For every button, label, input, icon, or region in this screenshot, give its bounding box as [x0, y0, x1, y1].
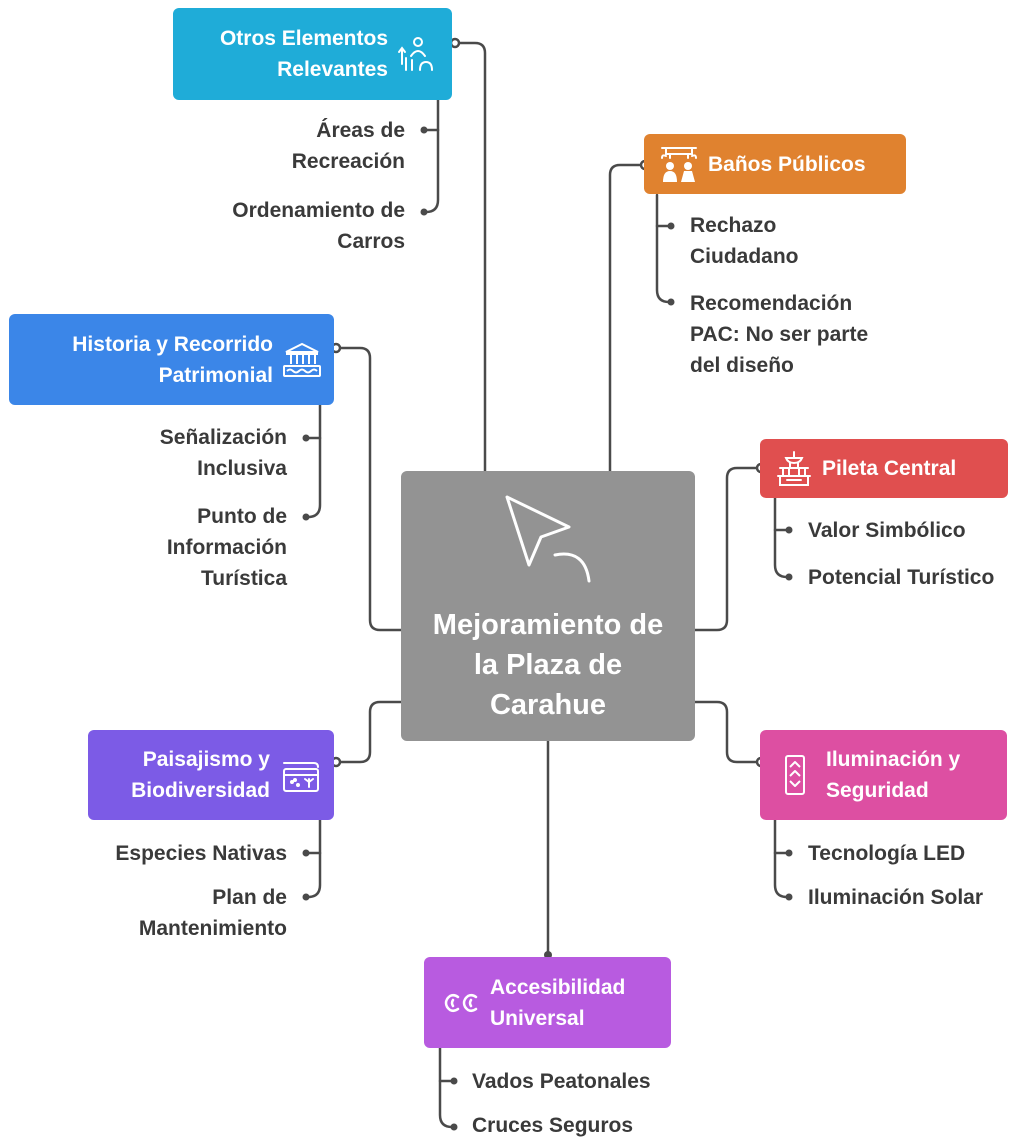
branch-title: Baños Públicos	[708, 152, 866, 176]
branch-iluminacion: Iluminación y Seguridad	[760, 730, 1007, 820]
branch-title: Pileta Central	[822, 457, 957, 480]
connector-otros	[453, 41, 487, 473]
leaf-rechazo-ciudadano: Rechazo Ciudadano	[690, 214, 799, 268]
central-title-line-2: la Plaza de	[473, 649, 623, 681]
connector-historia	[334, 346, 403, 632]
leaf-cruces-seguros: Cruces Seguros	[472, 1114, 634, 1137]
fountain-icon	[777, 450, 811, 486]
leaf-vados-peatonales: Vados Peatonales	[472, 1070, 651, 1093]
leaf-ordenamiento-carros: Ordenamiento de Carros	[232, 199, 405, 253]
central-topic: Mejoramiento de la Plaza de Carahue	[401, 471, 695, 741]
connector-banos	[608, 163, 647, 473]
branch-title: Paisajismo y	[142, 748, 270, 771]
branch-title: Otros Elementos	[219, 27, 388, 50]
leaf-recomendacion-pac: Recomendación PAC: No ser parte del dise…	[690, 292, 869, 377]
connector-pileta	[693, 466, 763, 632]
cursor-pointer-icon	[505, 495, 591, 583]
people-plants-icon	[398, 37, 433, 71]
branch-title: Historia y Recorrido	[72, 332, 273, 356]
leaf-potencial-turistico: Potencial Turístico	[808, 566, 995, 589]
central-title-line-3: Carahue	[489, 689, 607, 721]
leaf-plan-mantenimiento: Plan de Mantenimiento	[138, 886, 287, 940]
branch-historia-patrimonial: Historia y Recorrido Patrimonial	[9, 314, 334, 405]
connector-paisajismo	[334, 700, 403, 764]
connector-iluminacion	[693, 700, 763, 764]
leaf-iluminacion-solar: Iluminación Solar	[808, 886, 984, 909]
leaf-areas-recreacion: Áreas de Recreación	[291, 119, 405, 173]
restroom-icon	[661, 147, 697, 182]
central-title-line-1: Mejoramiento de	[432, 609, 664, 641]
leaf-tecnologia-led: Tecnología LED	[808, 842, 966, 865]
branch-pileta-central: Pileta Central	[760, 439, 1008, 498]
branch-banos-publicos: Baños Públicos	[644, 134, 906, 194]
branch-title: Accesibilidad	[490, 975, 626, 999]
branch-title: Patrimonial	[158, 363, 273, 387]
closed-caption-icon	[444, 993, 478, 1012]
light-beam-icon	[785, 755, 805, 795]
leaf-senalizacion-inclusiva: Señalización Inclusiva	[159, 426, 287, 480]
branch-otros-elementos: Otros Elementos Relevantes	[173, 8, 452, 100]
leaf-especies-nativas: Especies Nativas	[115, 842, 287, 865]
planter-icon	[283, 762, 319, 792]
leaf-valor-simbolico: Valor Simbólico	[808, 519, 966, 542]
branch-title: Iluminación y	[826, 748, 961, 771]
leaf-punto-informacion: Punto de Información Turística	[166, 505, 287, 590]
branch-title: Relevantes	[277, 58, 388, 81]
branch-paisajismo: Paisajismo y Biodiversidad	[88, 730, 334, 820]
branch-title: Biodiversidad	[131, 779, 270, 802]
branch-accesibilidad: Accesibilidad Universal	[424, 957, 671, 1048]
branch-title: Seguridad	[826, 779, 929, 802]
museum-icon	[283, 342, 321, 377]
branch-title: Universal	[490, 1006, 585, 1030]
